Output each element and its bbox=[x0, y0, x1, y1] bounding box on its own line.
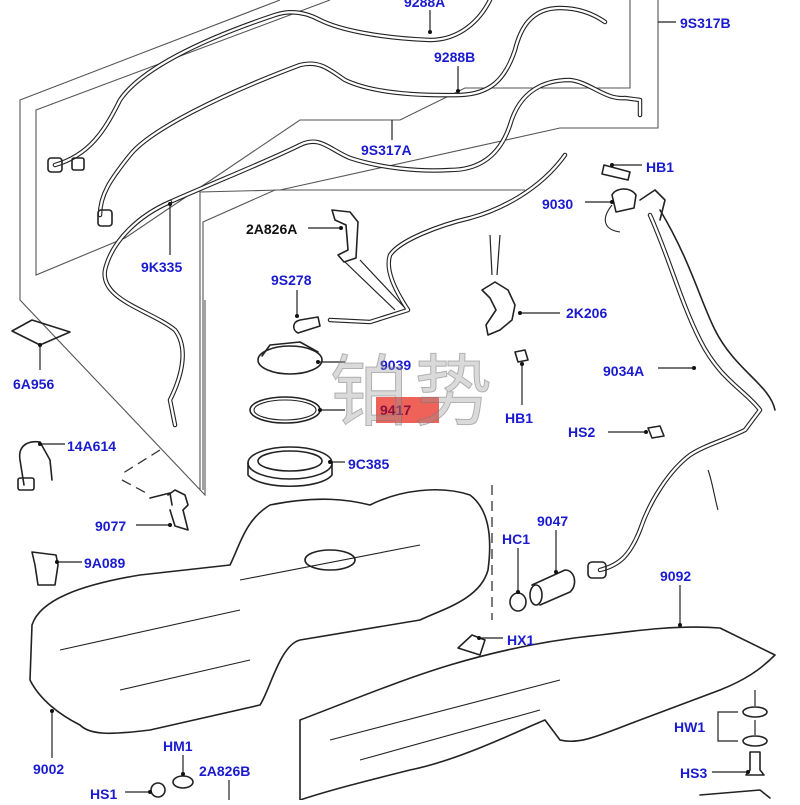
washer-hw1-a bbox=[742, 706, 768, 718]
bracket-9077 bbox=[149, 489, 189, 531]
label-9002: 9002 bbox=[33, 761, 65, 777]
highlight-box bbox=[376, 397, 439, 423]
clamp-hc1 bbox=[509, 592, 527, 612]
fuel-line-9k335 bbox=[102, 199, 185, 428]
fuel-tank-9002 bbox=[29, 489, 491, 735]
label-9s278: 9S278 bbox=[271, 272, 312, 288]
vent-line bbox=[327, 152, 568, 325]
filler-pipe-9034a bbox=[597, 212, 763, 573]
label-9c385: 9C385 bbox=[348, 456, 390, 472]
fuel-line-9288b bbox=[97, 5, 608, 218]
label-9417: 9417 bbox=[380, 402, 412, 418]
label-hx1: HX1 bbox=[507, 632, 535, 648]
label-9039: 9039 bbox=[380, 357, 412, 373]
label-2a826b: 2A826B bbox=[199, 763, 251, 779]
label-9092: 9092 bbox=[660, 568, 692, 584]
label-9k335: 9K335 bbox=[141, 259, 183, 275]
label-9s317b: 9S317B bbox=[680, 15, 731, 31]
label-hb1-top: HB1 bbox=[646, 159, 675, 175]
label-9047: 9047 bbox=[537, 513, 569, 529]
label-9a089: 9A089 bbox=[84, 555, 126, 571]
label-hs1: HS1 bbox=[90, 786, 118, 802]
harness-14a614 bbox=[18, 440, 53, 486]
label-9288b: 9288B bbox=[434, 49, 476, 65]
frame-lines bbox=[35, 0, 631, 276]
heat-shield-9092 bbox=[299, 626, 776, 801]
valve-9a089 bbox=[31, 551, 59, 586]
fuel-cap-9030 bbox=[611, 188, 637, 213]
frame-9s317b bbox=[199, 0, 659, 490]
seal-9417 bbox=[249, 396, 321, 424]
label-9077: 9077 bbox=[95, 518, 127, 534]
nut-hx1 bbox=[457, 634, 486, 656]
label-9034a: 9034A bbox=[603, 363, 645, 379]
frame-mid bbox=[202, 189, 525, 490]
label-2k206: 2K206 bbox=[566, 305, 608, 321]
bracket-2k206 bbox=[481, 281, 516, 336]
label-hc1: HC1 bbox=[502, 531, 531, 547]
label-6a956: 6A956 bbox=[13, 376, 55, 392]
label-14a614: 14A614 bbox=[67, 438, 117, 454]
label-hs3: HS3 bbox=[680, 765, 708, 781]
connector-left-a bbox=[47, 157, 63, 173]
fuel-line-9288a bbox=[52, 0, 493, 168]
washer-hw1-b bbox=[742, 735, 768, 747]
label-9030: 9030 bbox=[542, 196, 574, 212]
pad-6a956 bbox=[11, 319, 71, 346]
clip-2a826a bbox=[331, 209, 359, 263]
label-hm1: HM1 bbox=[163, 738, 193, 754]
label-hs2: HS2 bbox=[568, 424, 596, 440]
hose-9047 bbox=[531, 569, 576, 606]
label-9s317a: 9S317A bbox=[361, 142, 412, 158]
label-2a826a: 2A826A bbox=[246, 221, 298, 237]
label-9288a: 9288A bbox=[404, 0, 446, 10]
pump-module-9039 bbox=[257, 345, 323, 375]
fuel-line-9s317a bbox=[167, 77, 643, 205]
label-hb1-mid: HB1 bbox=[505, 410, 534, 426]
leader-lines bbox=[38, 10, 750, 800]
label-hw1: HW1 bbox=[674, 719, 706, 735]
frame-outer bbox=[19, 0, 281, 497]
